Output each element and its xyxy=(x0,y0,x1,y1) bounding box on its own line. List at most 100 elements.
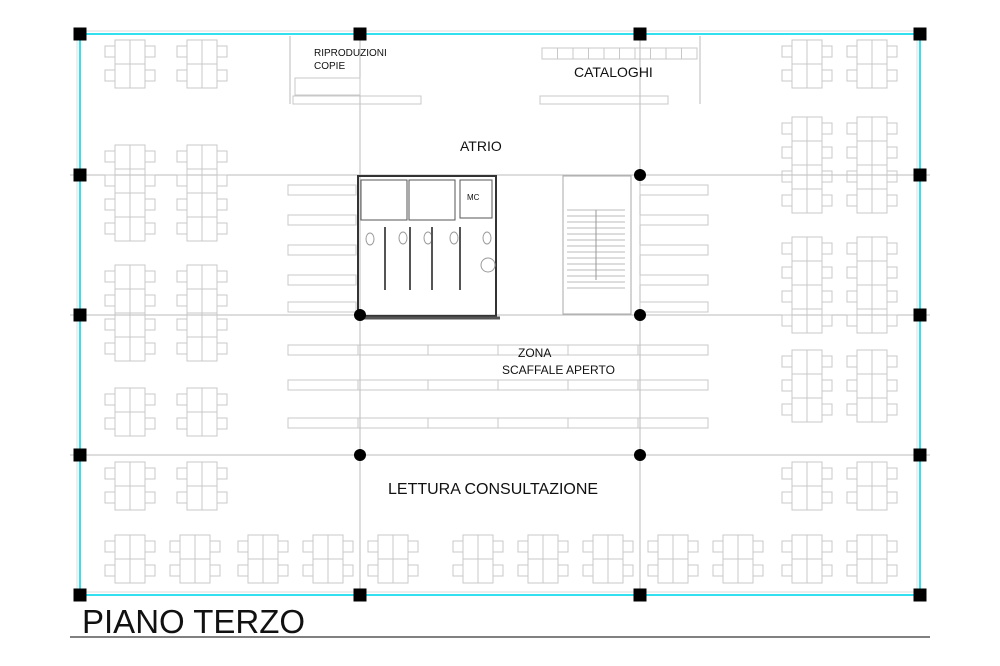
chair xyxy=(169,540,181,553)
chair xyxy=(144,417,156,430)
chair xyxy=(216,270,228,283)
desk xyxy=(791,236,808,262)
desk xyxy=(462,558,479,584)
chair xyxy=(176,393,188,406)
desk xyxy=(856,63,873,89)
desk xyxy=(806,534,823,560)
desk xyxy=(201,336,218,362)
room-label-mc: MC xyxy=(467,193,480,202)
desk xyxy=(129,534,146,560)
desk xyxy=(201,216,218,242)
chair xyxy=(886,146,898,159)
desk xyxy=(607,558,624,584)
chair xyxy=(781,491,793,504)
chair xyxy=(821,467,833,480)
chair xyxy=(452,540,464,553)
desk xyxy=(806,236,823,262)
chair xyxy=(712,564,724,577)
desk xyxy=(129,411,146,437)
column-round xyxy=(634,169,646,181)
shelf xyxy=(287,244,357,256)
chair xyxy=(687,540,699,553)
chair xyxy=(781,564,793,577)
chair xyxy=(216,294,228,307)
column-square xyxy=(73,588,87,602)
shelf xyxy=(357,417,429,429)
chair xyxy=(144,45,156,58)
column-square xyxy=(353,27,367,41)
chair xyxy=(144,294,156,307)
shelf xyxy=(287,417,359,429)
chair xyxy=(821,290,833,303)
desk xyxy=(129,264,146,290)
desk xyxy=(312,534,329,560)
chair xyxy=(846,45,858,58)
chair xyxy=(104,198,116,211)
chair xyxy=(886,564,898,577)
desk xyxy=(327,534,344,560)
shelf xyxy=(287,379,359,391)
column-square xyxy=(633,588,647,602)
chair xyxy=(886,355,898,368)
desk xyxy=(871,308,888,334)
desk xyxy=(592,558,609,584)
desk xyxy=(129,39,146,65)
column-square xyxy=(913,588,927,602)
desk xyxy=(672,558,689,584)
desk xyxy=(806,558,823,584)
desk xyxy=(871,349,888,375)
desk xyxy=(327,558,344,584)
label-copie: COPIE xyxy=(314,61,346,72)
desk xyxy=(871,461,888,487)
desk xyxy=(186,411,203,437)
desk xyxy=(871,284,888,310)
desk xyxy=(791,116,808,142)
desk xyxy=(722,558,739,584)
chair xyxy=(846,266,858,279)
chair xyxy=(886,194,898,207)
desk xyxy=(201,264,218,290)
desk xyxy=(806,284,823,310)
chair xyxy=(846,467,858,480)
chair xyxy=(104,270,116,283)
chair xyxy=(176,198,188,211)
desk xyxy=(791,284,808,310)
desk xyxy=(791,140,808,166)
desk xyxy=(871,116,888,142)
chair xyxy=(781,379,793,392)
shelf xyxy=(639,214,709,226)
desk xyxy=(791,534,808,560)
desk xyxy=(871,236,888,262)
chair xyxy=(752,540,764,553)
desk xyxy=(186,461,203,487)
desk xyxy=(201,144,218,170)
desk xyxy=(806,63,823,89)
chair xyxy=(846,170,858,183)
desk xyxy=(262,558,279,584)
room-label-atrio: ATRIO xyxy=(460,138,502,154)
chair xyxy=(104,417,116,430)
chair xyxy=(492,564,504,577)
desk xyxy=(129,144,146,170)
desk xyxy=(114,288,131,314)
desk xyxy=(856,373,873,399)
desk xyxy=(542,534,559,560)
chair xyxy=(687,564,699,577)
chair xyxy=(821,146,833,159)
chair xyxy=(144,198,156,211)
chair xyxy=(846,379,858,392)
chair xyxy=(104,174,116,187)
chair xyxy=(176,69,188,82)
shelf xyxy=(287,301,357,313)
chair xyxy=(216,417,228,430)
desk xyxy=(377,534,394,560)
desk xyxy=(791,308,808,334)
desk xyxy=(856,188,873,214)
desk xyxy=(186,144,203,170)
shelf xyxy=(637,344,709,356)
catalog-cabinet xyxy=(650,47,667,60)
desk xyxy=(856,349,873,375)
chair xyxy=(781,467,793,480)
chair xyxy=(821,540,833,553)
column-square xyxy=(73,308,87,322)
